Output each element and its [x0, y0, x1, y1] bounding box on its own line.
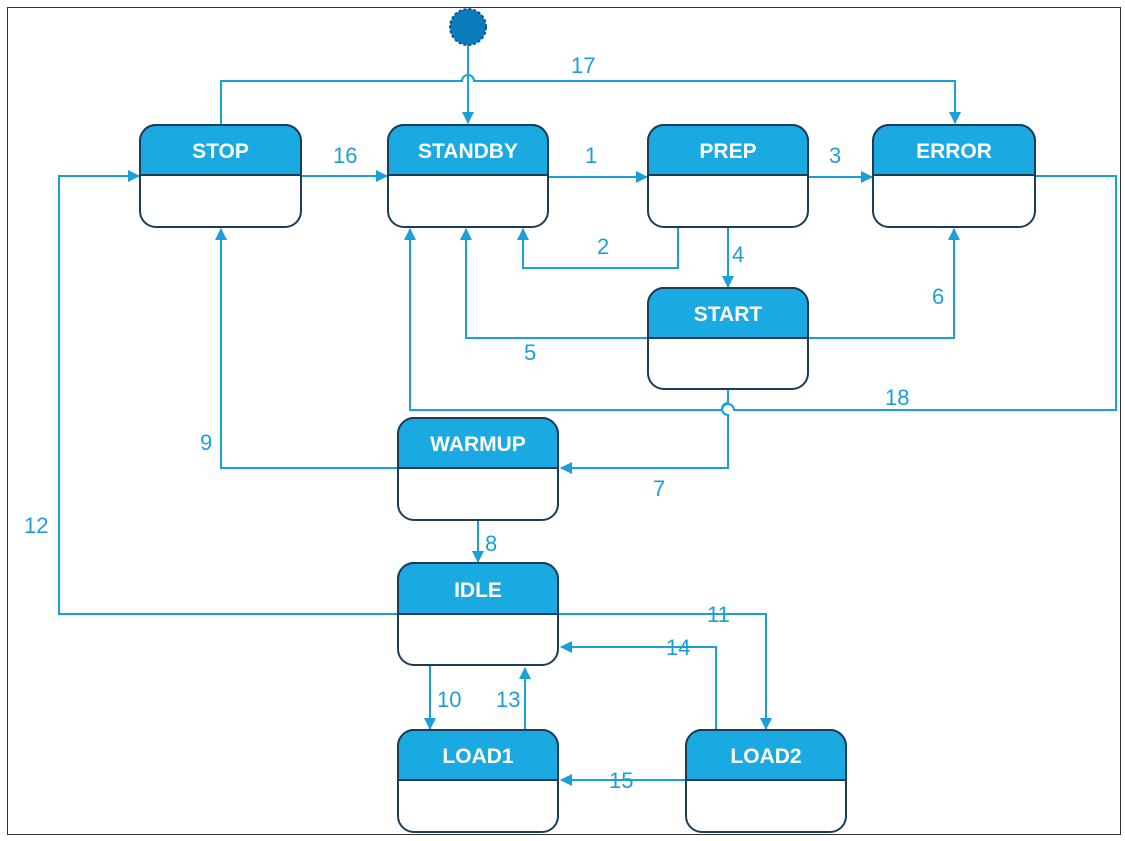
transition-edge-6 — [808, 228, 960, 339]
transition-label-3: 3 — [829, 143, 841, 168]
state-idle-title: IDLE — [454, 579, 502, 602]
transition-label-13: 13 — [496, 687, 520, 712]
state-stop[interactable]: STOP — [139, 124, 302, 228]
transition-edge-18 — [404, 175, 1117, 411]
transition-edge-2 — [517, 228, 679, 269]
transition-label-6: 6 — [932, 284, 944, 309]
transition-label-18: 18 — [885, 385, 909, 410]
transition-label-2: 2 — [597, 234, 609, 259]
diagram-frame — [7, 7, 1121, 835]
transition-edge-7 — [560, 390, 729, 474]
state-standby-title: STANDBY — [418, 140, 518, 163]
transition-edge-11 — [558, 613, 772, 730]
transition-label-7: 7 — [653, 476, 665, 501]
transition-label-12: 12 — [24, 513, 48, 538]
transition-label-11: 11 — [707, 602, 730, 627]
state-start-title: START — [694, 303, 763, 326]
transition-edge-12 — [58, 170, 398, 615]
initial-state-dot — [449, 8, 487, 46]
state-start[interactable]: START — [647, 287, 809, 390]
state-load2[interactable]: LOAD2 — [685, 729, 847, 833]
state-idle[interactable]: IDLE — [397, 562, 559, 666]
transition-label-17: 17 — [571, 53, 595, 78]
transition-edge-17 — [220, 74, 961, 125]
transition-label-9: 9 — [200, 430, 212, 455]
state-prep[interactable]: PREP — [647, 124, 809, 228]
transition-label-10: 10 — [437, 687, 461, 712]
state-load1[interactable]: LOAD1 — [397, 729, 559, 833]
state-error[interactable]: ERROR — [872, 124, 1036, 228]
transition-label-15: 15 — [609, 768, 633, 793]
transition-label-5: 5 — [524, 340, 536, 365]
transition-label-4: 4 — [732, 242, 744, 267]
transition-edge-9 — [215, 228, 398, 469]
state-prep-title: PREP — [699, 140, 756, 163]
state-stop-title: STOP — [192, 140, 249, 163]
transition-label-8: 8 — [485, 531, 497, 556]
transition-edge-14 — [560, 641, 717, 730]
state-warmup[interactable]: WARMUP — [397, 417, 559, 521]
state-load1-title: LOAD1 — [442, 745, 513, 768]
state-warmup-title: WARMUP — [430, 433, 526, 456]
state-error-title: ERROR — [916, 140, 992, 163]
state-standby[interactable]: STANDBY — [387, 124, 549, 228]
transition-label-16: 16 — [333, 143, 357, 168]
transition-edge-5 — [460, 228, 648, 339]
transition-label-14: 14 — [666, 635, 690, 660]
transition-label-1: 1 — [585, 143, 597, 168]
state-load2-title: LOAD2 — [730, 745, 801, 768]
